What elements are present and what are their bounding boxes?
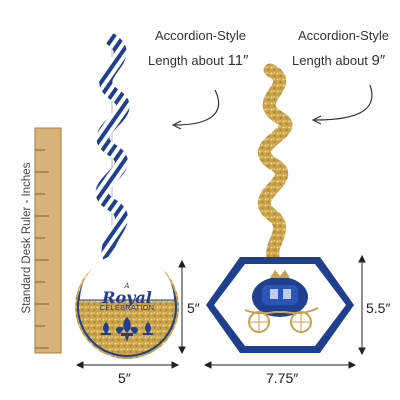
circle-width-label: 5″ [118,370,131,386]
circle-width-dimension [75,361,180,369]
circle-text-celebration: CELEBRATION [99,303,155,312]
carriage-width-label: 7.75″ [266,370,299,386]
carriage-height-label: 5.5″ [366,300,391,316]
left-spiral-streamer [95,33,130,269]
circle-text-royal: Royal [102,288,152,307]
right-arrow [311,84,373,125]
left-arrow [171,89,220,130]
right-caption-line1: Accordion-Style [298,28,390,43]
left-caption-line2: Length about 11″ [148,52,248,69]
left-caption-value: 11″ [227,52,249,69]
carriage-width-dimension [203,361,357,369]
right-caption-line2: Length about 9″ [292,52,385,69]
carriage-height-dimension [358,254,366,356]
carriage-icon [244,270,319,333]
right-caption-value: 9″ [371,52,386,69]
circle-text-a: A [124,282,130,290]
desk-ruler [34,127,62,354]
circle-cutout [75,253,179,359]
circle-height-dimension [178,259,186,355]
fleur-de-lis-icon-right [143,322,153,335]
ruler-label: Standard Desk Ruler - Inches [21,162,33,314]
left-caption-prefix: Length about [148,53,228,68]
right-spiral-streamer [257,63,293,269]
fleur-de-lis-icon [116,317,138,342]
carriage-cutout [206,257,354,353]
left-caption-line1: Accordion-Style [155,28,247,43]
fleur-de-lis-icon-left [101,322,111,335]
circle-height-label: 5″ [187,300,200,316]
right-caption-prefix: Length about [292,53,372,68]
